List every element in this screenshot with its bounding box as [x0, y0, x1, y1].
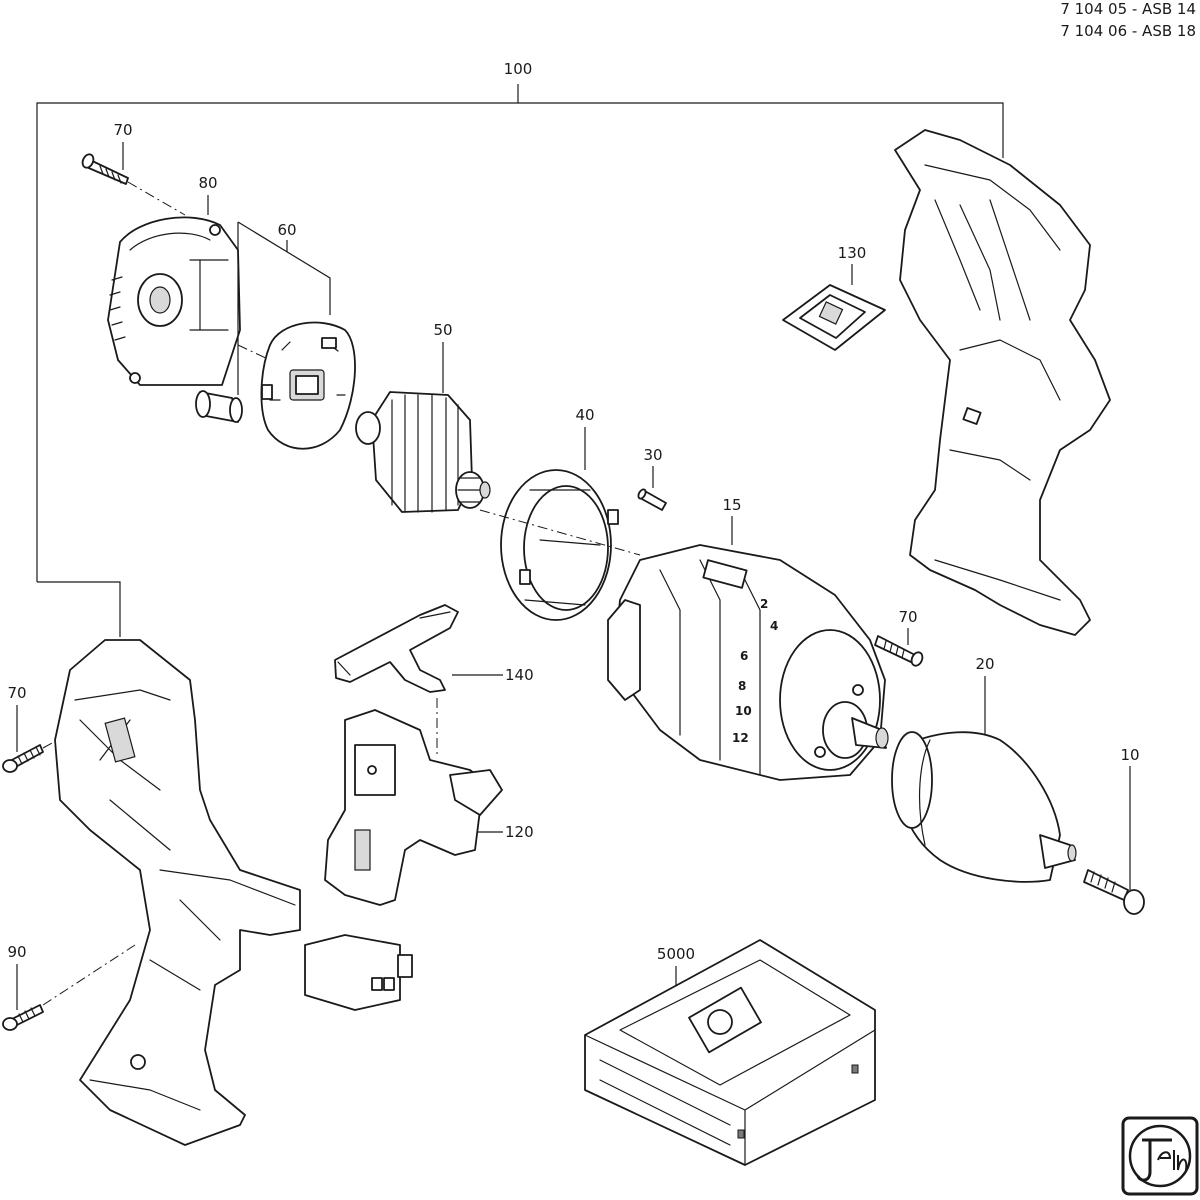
callout-140: 140 [505, 666, 534, 684]
direction-lever-140: 140 [334, 604, 534, 755]
callout-90: 90 [7, 943, 26, 961]
screw-90: 90 [2, 943, 136, 1031]
callout-20: 20 [975, 655, 994, 673]
housing-half-right [894, 129, 1111, 636]
torque-scale: 2 4 6 8 10 12 [732, 597, 778, 745]
torque-mark-8: 8 [738, 679, 746, 693]
screw-70-right: 70 [874, 608, 924, 667]
screw-70-left: 70 [2, 684, 81, 773]
gearbox-15: 15 2 4 6 8 10 12 [607, 496, 889, 781]
callout-40: 40 [575, 406, 594, 424]
carry-case-5000: 5000 [584, 939, 876, 1166]
torque-mark-10: 10 [735, 704, 752, 718]
callout-10: 10 [1120, 746, 1139, 764]
callout-70-left: 70 [7, 684, 26, 702]
torque-mark-4: 4 [770, 619, 778, 633]
brush-plate-60: 60 [237, 221, 356, 450]
model-number-asb14: 7 104 05 - ASB 14 [1060, 0, 1196, 18]
motor-end-cover-80: 80 [107, 174, 241, 386]
torque-mark-2: 2 [760, 597, 768, 611]
torque-mark-12: 12 [732, 731, 749, 745]
chuck-20: 20 [891, 655, 1077, 883]
switch-lock-130: 130 [782, 244, 886, 351]
callout-15: 15 [722, 496, 741, 514]
housing-set-bracket: 100 [36, 60, 1004, 637]
fein-logo-icon [1121, 1116, 1199, 1196]
callout-120: 120 [505, 823, 534, 841]
callout-130: 130 [838, 244, 867, 262]
callout-30: 30 [643, 446, 662, 464]
callout-5000: 5000 [657, 945, 695, 963]
housing-half-left [54, 639, 301, 1146]
callout-100: 100 [504, 60, 533, 78]
sleeve-bushing [195, 344, 271, 423]
callout-60: 60 [277, 221, 296, 239]
switch-120: 120 [304, 709, 534, 1011]
model-number-asb18: 7 104 06 - ASB 18 [1060, 22, 1196, 40]
screw-70-top: 70 [81, 121, 186, 216]
torque-mark-6: 6 [740, 649, 748, 663]
pin-30: 30 [637, 446, 667, 511]
screw-10: 10 [1083, 746, 1145, 915]
callout-70-top: 70 [113, 121, 132, 139]
rotor-armature-50: 50 [355, 321, 491, 513]
callout-80: 80 [198, 174, 217, 192]
callout-70-right: 70 [898, 608, 917, 626]
callout-50: 50 [433, 321, 452, 339]
magnet-ring-40: 40 [479, 406, 641, 621]
